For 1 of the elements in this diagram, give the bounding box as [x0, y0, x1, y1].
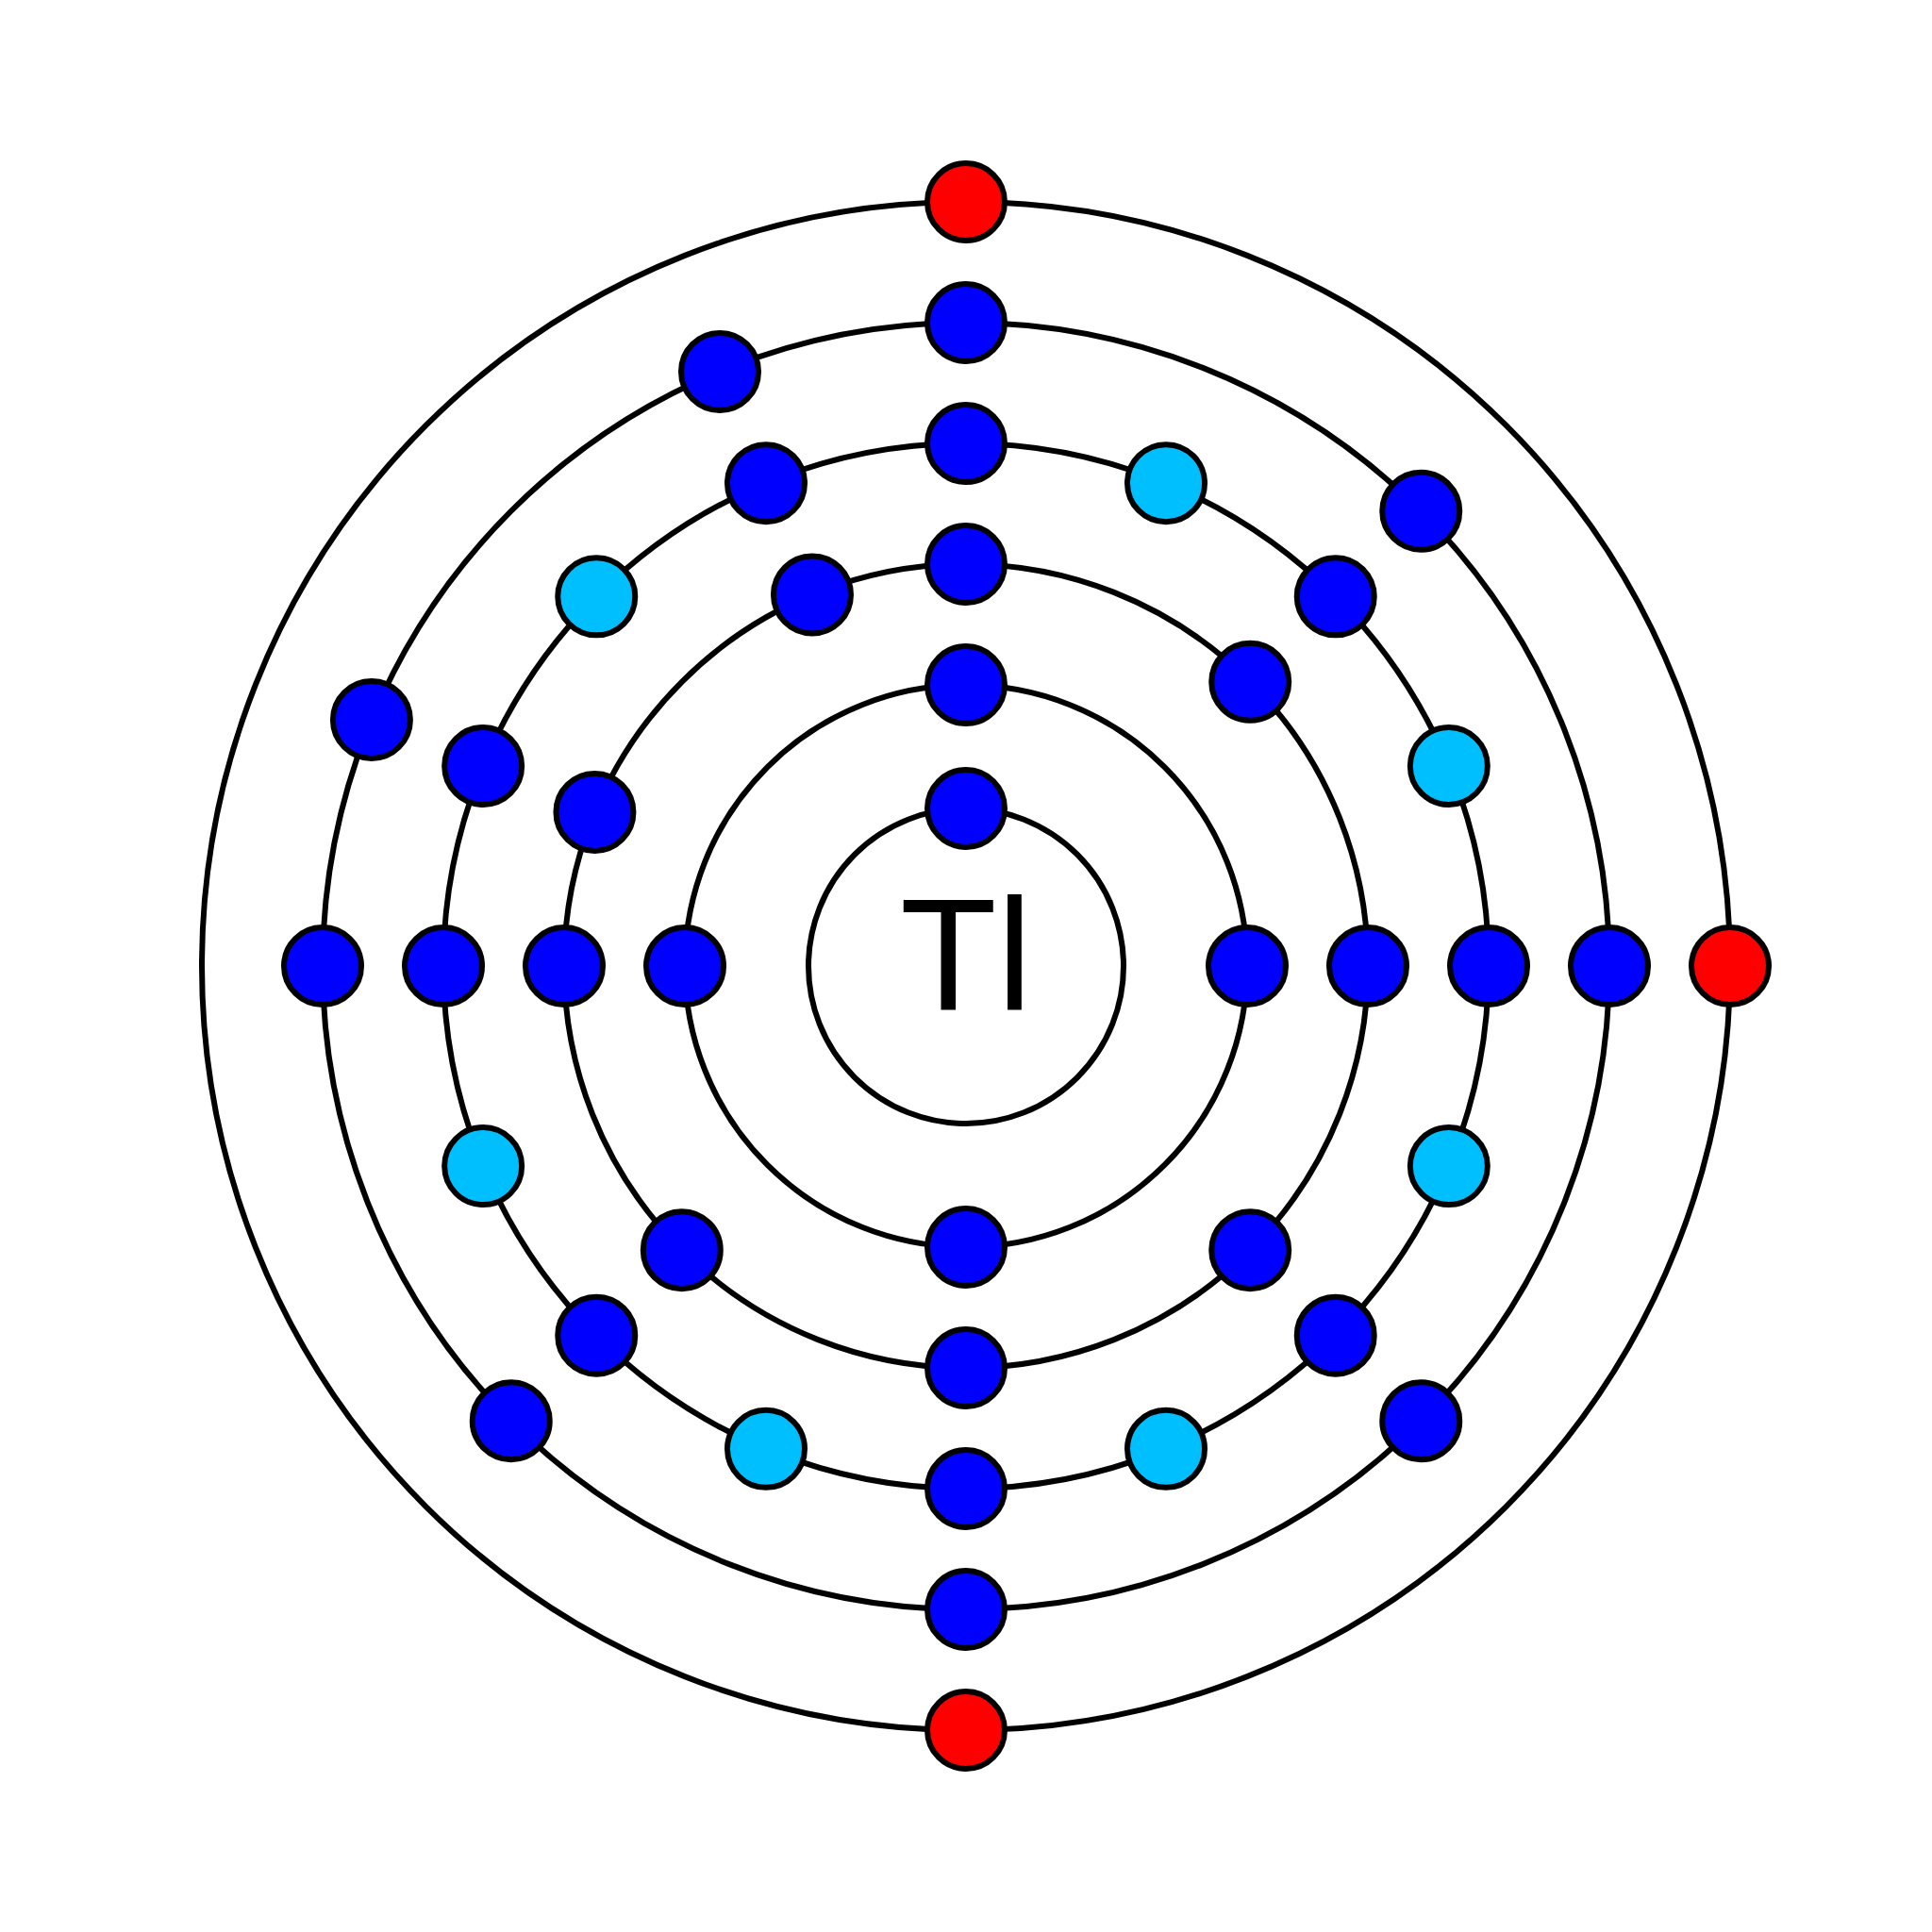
element-symbol: Tl [900, 875, 1032, 1034]
